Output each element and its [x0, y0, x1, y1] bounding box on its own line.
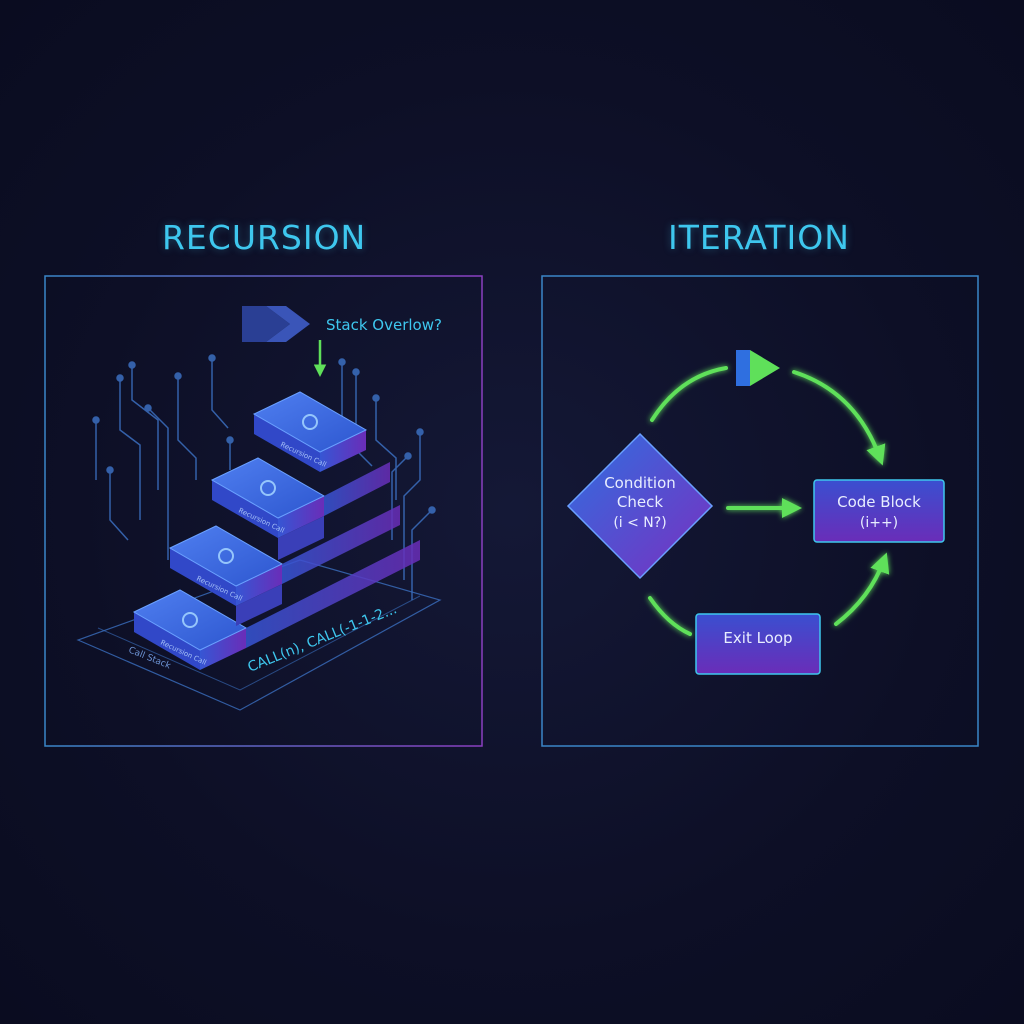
recursion-block	[132, 540, 420, 670]
loop-arc-left	[650, 366, 728, 422]
recursion-panel	[44, 275, 483, 747]
start-flag-icon	[736, 350, 780, 386]
recursion-title: RECURSION	[162, 218, 367, 257]
condition-diamond	[566, 432, 714, 580]
condition-line3: (i < N?)	[613, 515, 666, 531]
condition-line1: Condition	[604, 474, 676, 492]
stack-overflow-label: Stack Overlow?	[326, 316, 442, 334]
refresh-icon	[260, 480, 276, 496]
condition-line2: Check	[617, 493, 663, 511]
loop-arc-right	[792, 370, 886, 466]
recursion-block	[168, 505, 400, 626]
exit-loop-label: Exit Loop	[723, 629, 792, 647]
iteration-panel	[541, 275, 979, 747]
recursion-block	[252, 391, 368, 472]
play-logo-icon	[242, 306, 310, 342]
refresh-icon	[302, 414, 318, 430]
code-block-line1: Code Block	[837, 493, 921, 511]
loop-arc-bottom-left	[648, 596, 692, 636]
refresh-icon	[218, 548, 234, 564]
circuit-traces	[92, 354, 436, 600]
refresh-icon	[182, 612, 198, 628]
loop-arc-bottom-right	[834, 552, 890, 626]
code-block-line2: (i++)	[860, 515, 898, 531]
recursion-block	[210, 457, 390, 560]
code-block-box	[813, 479, 945, 543]
exit-loop-box	[695, 613, 821, 675]
iteration-title: ITERATION	[668, 218, 850, 257]
